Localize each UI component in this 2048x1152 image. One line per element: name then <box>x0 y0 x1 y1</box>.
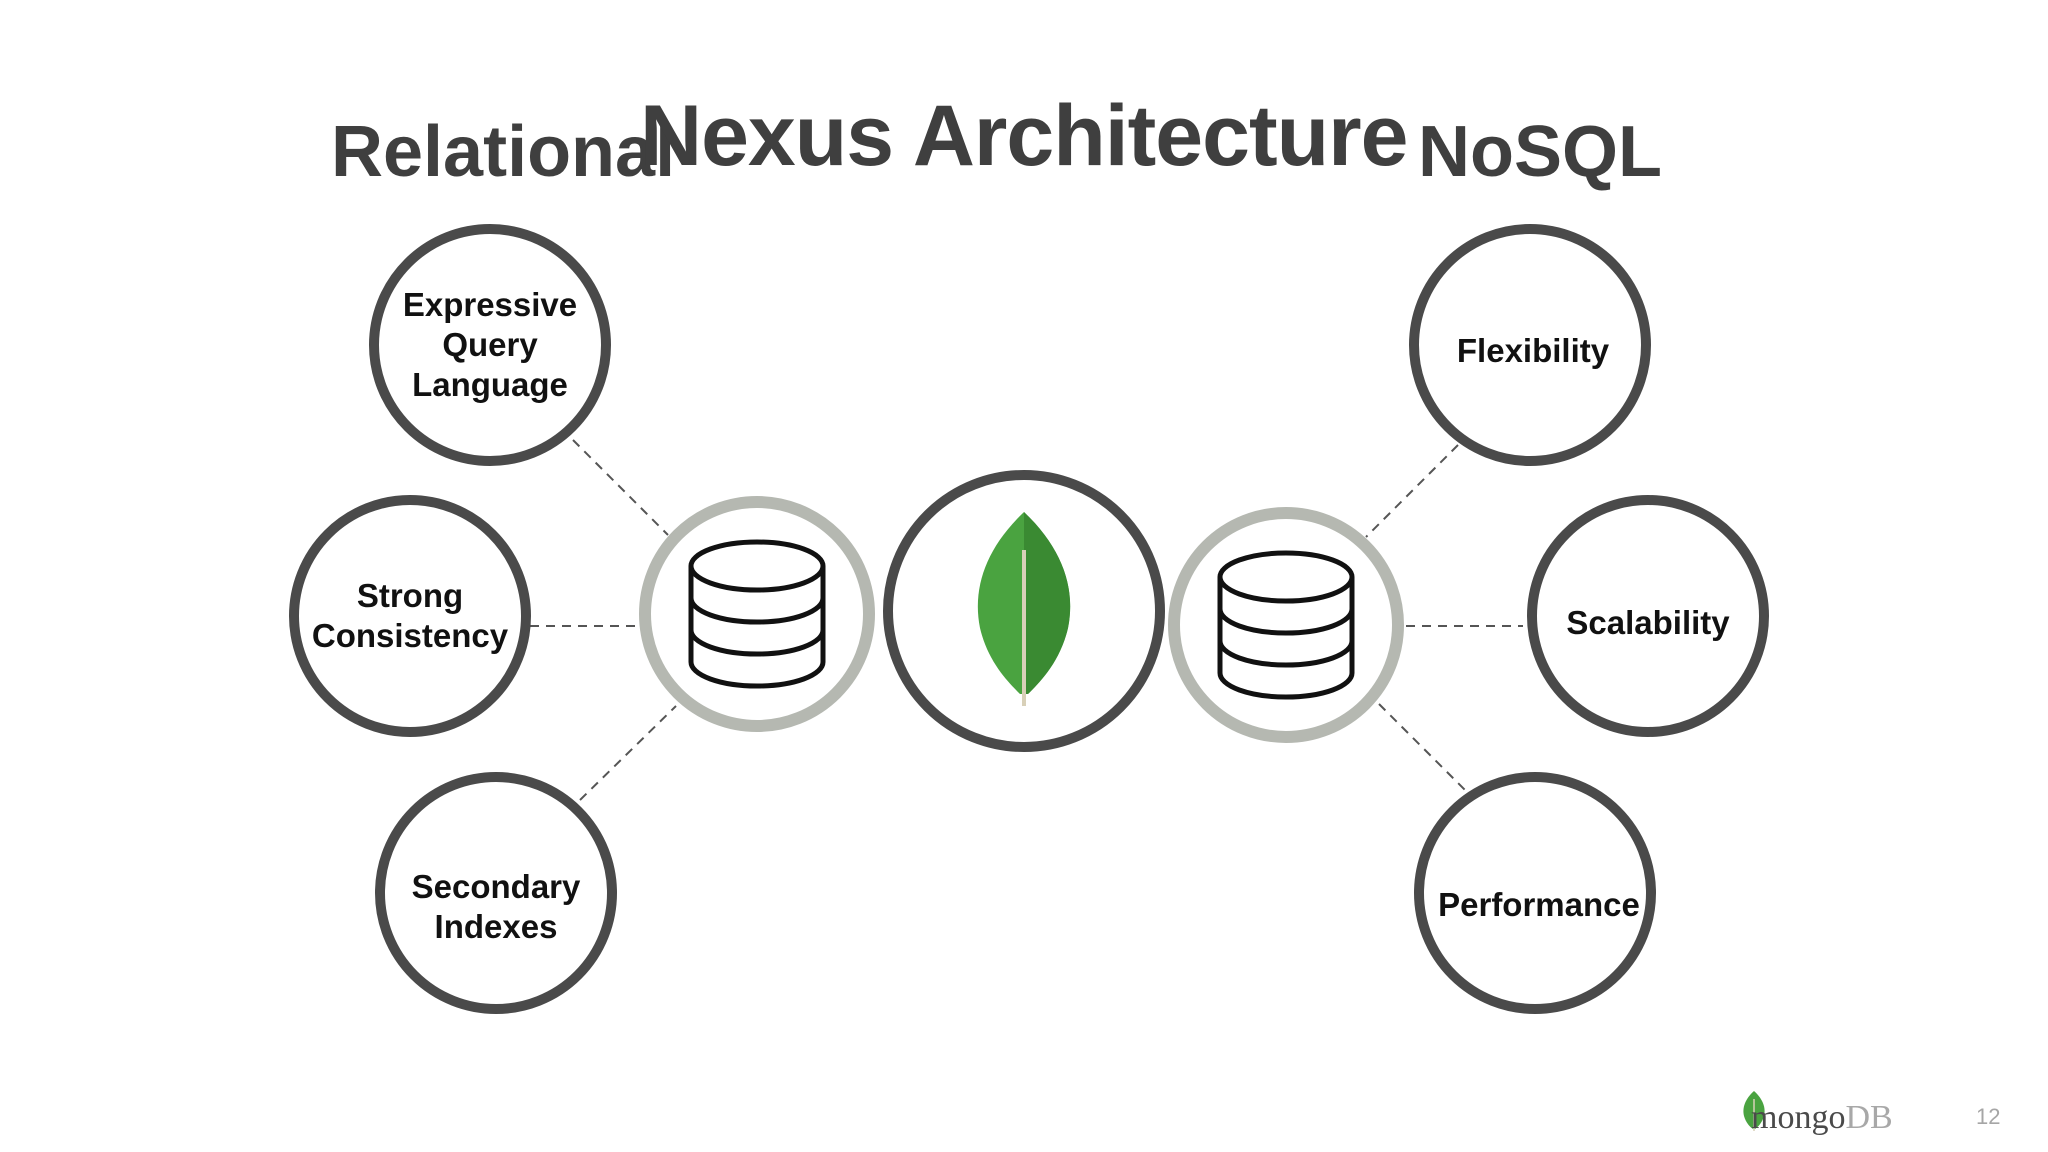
feature-label-line: Consistency <box>311 617 509 654</box>
page-number: 12 <box>1976 1104 2001 1129</box>
feature-flexibility: Flexibility <box>1418 331 1648 371</box>
node-ring-performance <box>1414 772 1656 1014</box>
node-ring-query-language <box>369 224 611 466</box>
feature-label-line: Language <box>412 366 568 403</box>
feature-label-line: Indexes <box>434 908 558 945</box>
feature-expressive-query-language: Expressive Query Language <box>375 285 605 405</box>
brand-leaf-icon <box>1743 1091 1765 1131</box>
nosql-heading: NoSQL <box>1418 112 1662 192</box>
feature-scalability: Scalability <box>1533 603 1763 643</box>
database-icon <box>688 539 826 689</box>
connector-flexibility <box>1365 444 1459 538</box>
mongodb-wordmark: mongoDB <box>1743 1093 1893 1143</box>
feature-label-line: Expressive <box>402 286 578 323</box>
node-ring-secondary-indexes <box>375 772 617 1014</box>
feature-label-line: Secondary <box>411 868 581 905</box>
brand-db: DB <box>1845 1099 1893 1136</box>
connector-secondary-indexes <box>579 705 677 801</box>
feature-label-line: Strong <box>356 577 464 614</box>
node-ring-scalability <box>1527 495 1769 737</box>
feature-label-line: Flexibility <box>1456 332 1610 369</box>
slide-title: Nexus Architecture <box>640 88 1408 184</box>
brand-wordmark-text: mongoDB <box>1751 1099 1893 1137</box>
connector-performance <box>1378 703 1467 792</box>
brand-mongo: mongo <box>1751 1099 1846 1136</box>
connector-query-language <box>572 439 669 536</box>
feature-strong-consistency: Strong Consistency <box>295 576 525 656</box>
database-icon <box>1217 550 1355 700</box>
feature-label-line: Scalability <box>1566 604 1730 641</box>
feature-label-line: Query <box>442 326 538 363</box>
node-ring-strong-consistency <box>289 495 531 737</box>
feature-label-line: Performance <box>1438 886 1640 923</box>
leaf-icon <box>977 512 1071 706</box>
feature-secondary-indexes: Secondary Indexes <box>381 867 611 947</box>
node-ring-flexibility <box>1409 224 1651 466</box>
relational-heading: Relational <box>331 112 676 192</box>
feature-performance: Performance <box>1424 885 1654 925</box>
